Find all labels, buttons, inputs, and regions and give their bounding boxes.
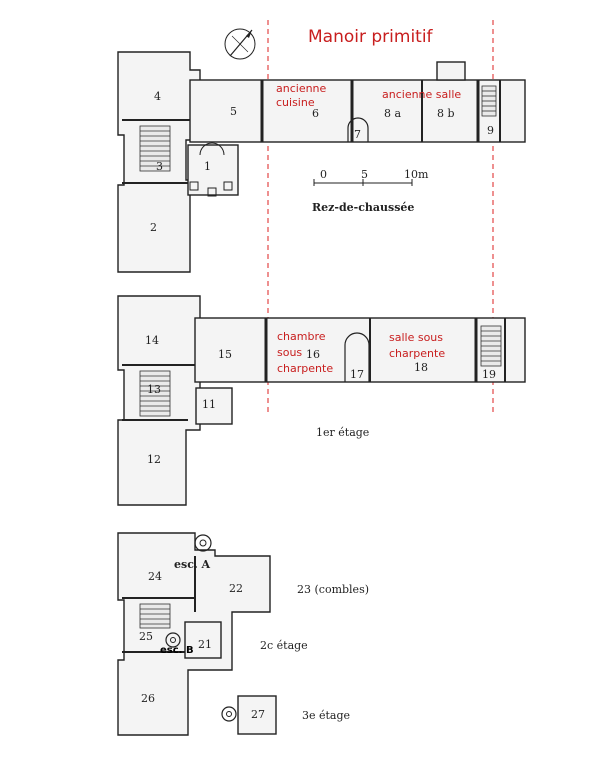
ground-floor-plan: 1 2 3 4 5 6 7 8 a 8 b 9 ancienne cuisine… bbox=[117, 51, 526, 273]
room-16: 16 bbox=[306, 348, 320, 361]
scale-5: 5 bbox=[361, 168, 368, 181]
stair-3-icon bbox=[139, 125, 171, 172]
old-kitchen-label-2: cuisine bbox=[276, 96, 315, 109]
room-18: 18 bbox=[414, 361, 428, 374]
third-floor-plan: 27 3e étage bbox=[221, 695, 350, 735]
room-19: 19 bbox=[482, 368, 496, 381]
hall-under-roof-label-2: charpente bbox=[389, 347, 445, 360]
room-2: 2 bbox=[150, 221, 157, 234]
room-3: 3 bbox=[156, 160, 163, 173]
room-22: 22 bbox=[229, 582, 243, 595]
room-17: 17 bbox=[350, 368, 364, 381]
room-9: 9 bbox=[487, 124, 494, 137]
room-21: 21 bbox=[198, 638, 212, 651]
stair-a-label: esc. A bbox=[174, 558, 211, 571]
room-13: 13 bbox=[147, 383, 161, 396]
room-24: 24 bbox=[148, 570, 162, 583]
room-8b: 8 b bbox=[437, 107, 455, 120]
level-second: 2c étage bbox=[260, 639, 308, 652]
old-kitchen-label-1: ancienne bbox=[276, 82, 327, 95]
level-first: 1er étage bbox=[316, 426, 369, 439]
level-ground: Rez-de-chaussée bbox=[312, 201, 414, 214]
old-hall-label: ancienne salle bbox=[382, 88, 461, 101]
stair-b-icon bbox=[165, 632, 181, 648]
hall-under-roof-label-1: salle sous bbox=[389, 331, 443, 344]
room-7: 7 bbox=[354, 128, 361, 141]
room-27: 27 bbox=[251, 708, 265, 721]
room-under-roof-label-1: chambre bbox=[277, 330, 326, 343]
room-under-roof-label-3: charpente bbox=[277, 362, 333, 375]
stair-9-icon bbox=[481, 85, 497, 117]
room-14: 14 bbox=[145, 334, 159, 347]
room-1: 1 bbox=[204, 160, 211, 173]
level-third: 3e étage bbox=[302, 709, 350, 722]
stair-13-icon bbox=[139, 370, 171, 417]
room-11: 11 bbox=[202, 398, 216, 411]
scale-bar bbox=[313, 179, 413, 186]
stair-27-icon bbox=[221, 706, 237, 722]
scale-0: 0 bbox=[320, 168, 327, 181]
stair-a-icon bbox=[194, 534, 212, 552]
room-6: 6 bbox=[312, 107, 319, 120]
stair-25-icon bbox=[139, 603, 171, 629]
room-5: 5 bbox=[230, 105, 237, 118]
stair-b-label: esc. B bbox=[160, 645, 194, 656]
room-12: 12 bbox=[147, 453, 161, 466]
first-floor-plan: 11 12 13 14 15 16 17 18 19 chambre sous … bbox=[117, 295, 526, 506]
room-25: 25 bbox=[139, 630, 153, 643]
room-26: 26 bbox=[141, 692, 155, 705]
room-8a: 8 a bbox=[384, 107, 401, 120]
title: Manoir primitif bbox=[308, 27, 434, 47]
second-floor-plan: 21 22 24 25 26 esc. A esc. B 23 (combles… bbox=[117, 532, 369, 736]
room-15: 15 bbox=[218, 348, 232, 361]
room-4: 4 bbox=[154, 90, 161, 103]
attic-label: 23 (combles) bbox=[297, 583, 369, 596]
scale-10: 10m bbox=[404, 168, 429, 181]
stair-19-icon bbox=[480, 325, 502, 367]
room-under-roof-label-2: sous bbox=[277, 346, 302, 359]
north-arrow-icon bbox=[224, 28, 256, 60]
